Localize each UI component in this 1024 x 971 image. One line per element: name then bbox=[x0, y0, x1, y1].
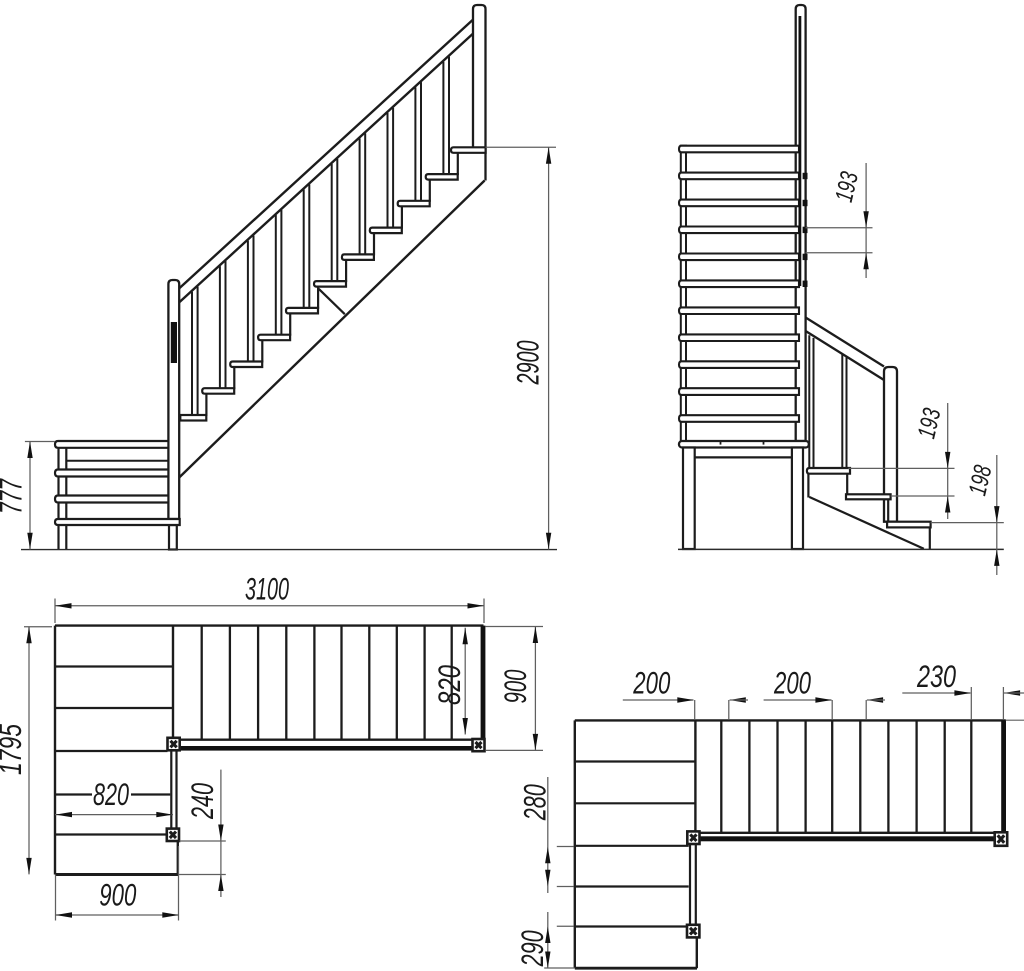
svg-text:820: 820 bbox=[432, 665, 467, 705]
svg-text:2900: 2900 bbox=[511, 340, 546, 385]
svg-text:1795: 1795 bbox=[0, 724, 28, 775]
svg-text:200: 200 bbox=[773, 666, 811, 701]
svg-text:820: 820 bbox=[93, 777, 129, 812]
svg-text:3100: 3100 bbox=[245, 572, 289, 607]
svg-text:290: 290 bbox=[515, 930, 550, 967]
svg-text:280: 280 bbox=[518, 784, 553, 821]
svg-text:900: 900 bbox=[99, 878, 136, 913]
svg-text:240: 240 bbox=[185, 783, 220, 820]
svg-text:777: 777 bbox=[0, 478, 29, 514]
svg-text:193: 193 bbox=[912, 406, 946, 442]
svg-text:900: 900 bbox=[498, 669, 533, 703]
svg-text:198: 198 bbox=[963, 463, 997, 499]
svg-text:200: 200 bbox=[633, 666, 671, 701]
svg-text:193: 193 bbox=[830, 169, 864, 205]
svg-text:230: 230 bbox=[916, 659, 956, 694]
